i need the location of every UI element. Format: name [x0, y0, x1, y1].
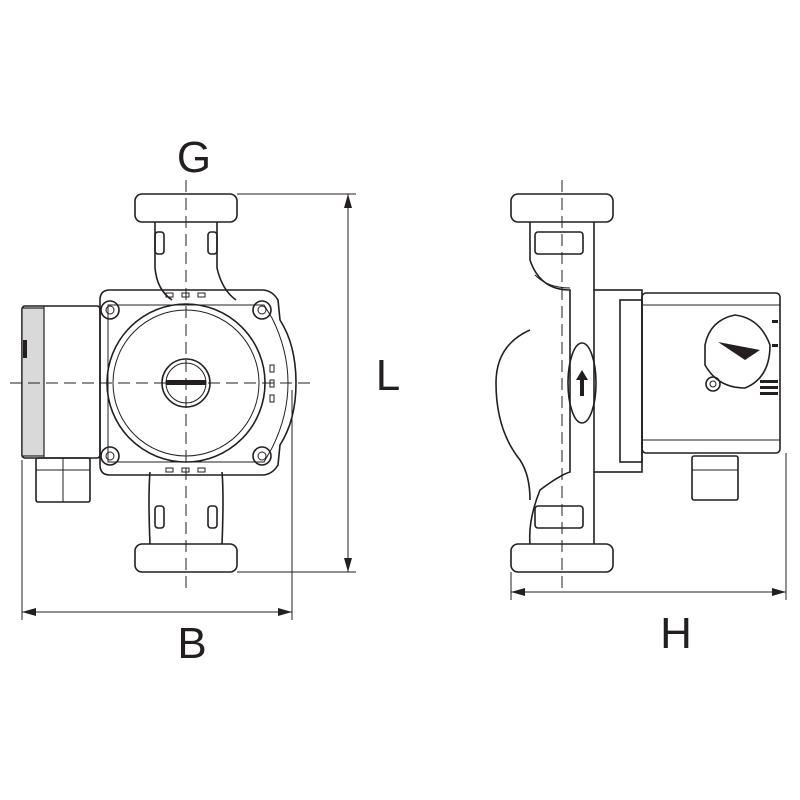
bottom-flange [134, 471, 238, 573]
side-view [495, 180, 781, 590]
flow-window [567, 342, 597, 424]
dimension-label-b: B [177, 619, 206, 668]
speed-selector-knob [704, 314, 771, 392]
front-view [10, 180, 310, 590]
pump-volute [528, 222, 595, 545]
dimension-label-l: L [376, 351, 400, 400]
dimension-label-h: H [660, 609, 692, 658]
terminal-box [21, 305, 101, 503]
dimension-lines [21, 193, 787, 620]
side-motor [593, 289, 781, 473]
dimension-label-g: G [177, 133, 211, 182]
housing-screws [100, 300, 272, 466]
up-arrow-icon [576, 370, 588, 396]
